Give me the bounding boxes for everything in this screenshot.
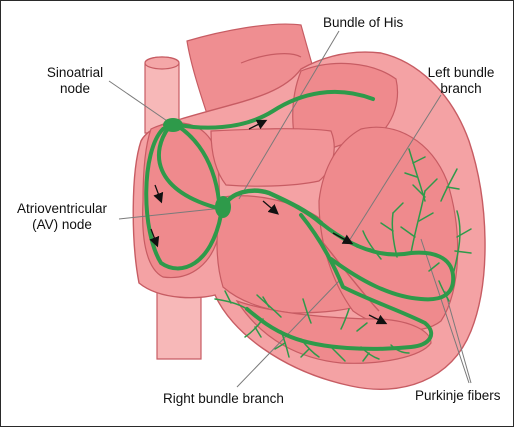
internodal-middle	[156, 125, 223, 211]
sinoatrial-node	[163, 118, 183, 132]
arrow-atrial-top	[248, 119, 268, 130]
purkinje-leader-2	[444, 290, 472, 384]
label-left-bundle-line2: branch	[440, 81, 482, 96]
arrow-atrial-left-2	[149, 228, 160, 248]
label-left-bundle-branch: Left bundle branch	[415, 65, 507, 97]
interatrial-pathway	[177, 89, 375, 130]
left-bundle-leader	[348, 94, 442, 242]
internodal-posterior	[144, 127, 223, 271]
bundle-of-his-leader	[238, 30, 340, 200]
arrow-atrial-left-1	[153, 184, 164, 204]
label-left-bundle-line1: Left bundle	[427, 65, 495, 80]
purkinje-fibers-left	[356, 148, 472, 302]
label-right-bundle-branch: Right bundle branch	[163, 391, 284, 407]
label-sinoatrial-line1: Sinoatrial	[46, 65, 104, 80]
label-bundle-of-his-text: Bundle of His	[323, 15, 404, 30]
pulmonary-artery-branch	[240, 53, 302, 64]
purkinje-fibers-right	[214, 290, 410, 362]
arrow-left-bundle	[332, 232, 354, 245]
label-sinoatrial-line2: node	[59, 81, 91, 96]
right-bundle-branch	[245, 213, 434, 351]
arrow-right-bundle	[368, 314, 388, 325]
sinoatrial-leader	[108, 80, 174, 126]
aorta-region	[210, 128, 335, 187]
arrow-his	[262, 200, 279, 215]
label-bundle-of-his: Bundle of His	[323, 15, 403, 31]
av-node-leader	[118, 207, 224, 220]
inferior-vena-cava	[156, 290, 202, 360]
label-av-line1: Atrioventricular	[16, 201, 108, 216]
vena-cava-opening	[144, 56, 180, 70]
conduction-system	[144, 89, 472, 362]
label-purkinje-fibers: Purkinje fibers	[415, 388, 501, 404]
right-bundle-leader	[236, 278, 342, 388]
label-right-bundle-text: Right bundle branch	[163, 391, 284, 406]
leader-lines	[108, 30, 472, 388]
direction-arrows	[149, 119, 388, 325]
label-av-node: Atrioventricular (AV) node	[5, 201, 119, 233]
label-purkinje-text: Purkinje fibers	[415, 388, 501, 403]
label-sinoatrial-node: Sinoatrial node	[35, 65, 115, 97]
bundle-of-his	[222, 188, 324, 226]
purkinje-leader-1	[420, 238, 470, 384]
av-node	[215, 196, 231, 218]
label-av-line2: (AV) node	[32, 217, 92, 232]
